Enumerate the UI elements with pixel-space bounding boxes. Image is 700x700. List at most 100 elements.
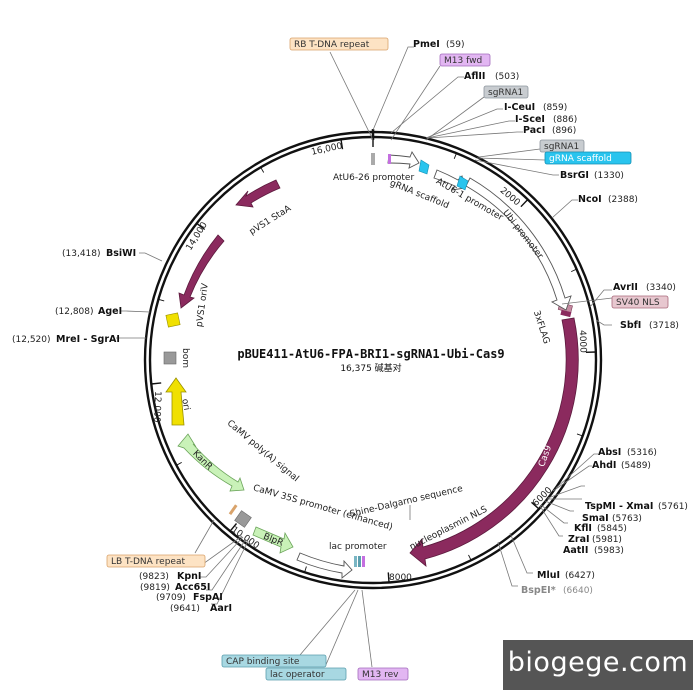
scale-tick <box>158 298 165 302</box>
scale-tick <box>576 433 583 437</box>
site-iceui[interactable]: I-CeuI <box>504 102 535 113</box>
tick-label-4000: 4000 <box>577 330 588 354</box>
site-iscei[interactable]: I-SceI <box>515 114 545 125</box>
sv40-nls-box[interactable]: SV40 NLS <box>611 295 669 309</box>
bom-feature[interactable] <box>163 351 177 365</box>
grna-scaffold-feature-2[interactable] <box>456 175 469 191</box>
site-kfli-pos: (5845) <box>597 524 627 534</box>
site-mrei-sgrai[interactable]: MreI - SgrAI <box>56 334 120 345</box>
m13-fwd-box-bg <box>439 53 491 67</box>
scale-tick <box>229 523 238 532</box>
atu6-26-promoter-feature[interactable] <box>387 151 420 169</box>
cap-binding-box[interactable]: CAP binding site <box>221 654 327 668</box>
scale-tick <box>260 167 265 173</box>
flag-label: 3xFLAG <box>531 309 551 345</box>
site-aflii[interactable]: AflII <box>464 71 485 82</box>
sv40-nls-box-text: SV40 NLS <box>616 298 660 308</box>
grna-scaffold-box[interactable]: gRNA scaffold <box>544 151 632 165</box>
scale-tick <box>531 501 540 510</box>
site-ncoi-pos: (2388) <box>608 195 638 205</box>
site-avrii[interactable]: AvrII <box>613 282 638 293</box>
grna-scaffold-box-bg <box>544 151 632 165</box>
scale-tick <box>176 462 182 466</box>
site-bsrgi-pos: (1330) <box>594 171 624 181</box>
cap-site-mark <box>354 556 357 567</box>
kanr-feature[interactable] <box>177 433 245 492</box>
site-leaders <box>116 46 613 668</box>
site-ahdi[interactable]: AhdI <box>592 460 616 471</box>
ori-label: ori <box>179 398 191 411</box>
lb-tdna-box-bg <box>106 554 206 568</box>
blpr-label: BlpR <box>262 532 285 549</box>
site-ncoi[interactable]: NcoI <box>578 194 602 205</box>
site-sbfi[interactable]: SbfI <box>620 320 641 331</box>
scale-tick <box>520 199 529 208</box>
site-paci[interactable]: PacI <box>523 125 545 136</box>
site-avrii-pos: (3340) <box>646 283 676 293</box>
m13-rev-box-bg <box>357 667 409 681</box>
scale-ticks <box>151 137 596 583</box>
rb-tdna-box[interactable]: RB T-DNA repeat <box>289 37 389 51</box>
site-aatii[interactable]: AatII <box>563 545 588 556</box>
site-zrai[interactable]: ZraI <box>568 534 590 545</box>
site-bspei-pos: (6640) <box>563 586 593 596</box>
site-mrei-sgrai-pos: (12,520) <box>12 335 51 345</box>
site-kfli[interactable]: KflI <box>574 523 592 534</box>
site-pmei[interactable]: PmeI <box>413 39 440 50</box>
site-kpni-pos: (9823) <box>139 572 169 582</box>
lac-operator-box[interactable]: lac operator <box>265 667 347 681</box>
site-acc65i[interactable]: Acc65I <box>175 582 210 593</box>
site-sbfi-pos: (3718) <box>649 321 679 331</box>
lac-operator-box-bg <box>265 667 347 681</box>
ubi-promoter-feature[interactable] <box>465 177 572 311</box>
site-absi-pos: (5316) <box>627 448 657 458</box>
site-agei-pos: (12,808) <box>55 307 94 317</box>
m13-fwd-box[interactable]: M13 fwd <box>439 53 491 67</box>
sgrna1-box-1[interactable]: sgRNA1 <box>483 85 529 99</box>
site-bsiwi[interactable]: BsiWI <box>106 248 136 259</box>
pvs1-staa-label: pVS1 StaA <box>248 203 294 237</box>
lac-operator-box-text: lac operator <box>270 670 325 680</box>
scale-tick <box>468 554 472 561</box>
site-iscei-pos: (886) <box>553 115 577 125</box>
site-bspei[interactable]: BspEI* <box>521 585 556 596</box>
scale-tick <box>196 222 206 231</box>
site-absi[interactable]: AbsI <box>598 447 621 458</box>
site-fspai[interactable]: FspAI <box>193 592 223 603</box>
pvs1-repa-feature[interactable] <box>178 234 225 309</box>
m13-fwd-box-text: M13 fwd <box>444 56 482 66</box>
pvs1-staa-feature[interactable] <box>235 179 281 208</box>
lb-tdna-box[interactable]: LB T-DNA repeat <box>106 554 206 568</box>
lac-promoter-feature[interactable] <box>296 552 353 579</box>
site-kpni[interactable]: KpnI <box>177 571 201 582</box>
site-tspmi-xmai[interactable]: TspMI - XmaI <box>585 501 653 512</box>
camv35s-block[interactable] <box>234 510 252 528</box>
m13-rev-box-text: M13 rev <box>362 670 399 680</box>
site-smai[interactable]: SmaI <box>582 513 609 524</box>
rb-tdna-box-text: RB T-DNA repeat <box>294 40 370 50</box>
site-aari[interactable]: AarI <box>210 603 232 614</box>
sv40-feature[interactable] <box>560 309 572 318</box>
m13-rev-box[interactable]: M13 rev <box>357 667 409 681</box>
blpr-feature[interactable] <box>252 526 294 554</box>
pvs1-oriv-feature[interactable] <box>165 312 181 328</box>
lb-tdna-feature <box>228 504 238 516</box>
scale-tick <box>453 153 457 159</box>
sgrna1-box-2[interactable]: sgRNA1 <box>539 139 585 153</box>
site-smai-pos: (5763) <box>612 514 642 524</box>
cas9-feature[interactable] <box>409 317 579 567</box>
scale-tick <box>304 566 307 573</box>
shine-label: Shine-Dalgarno sequence <box>349 484 464 520</box>
site-bsrgi[interactable]: BsrGI <box>560 170 589 181</box>
site-mlui[interactable]: MluI <box>537 570 560 581</box>
atu6-26-promoter-label: AtU6-26 promoter <box>333 173 414 183</box>
rb-tdna-feature <box>371 153 375 165</box>
plasmid-size: 16,375 碱基对 <box>340 362 401 374</box>
lac-op-mark <box>358 556 361 567</box>
ori-feature[interactable] <box>165 377 187 426</box>
site-pmei-pos: (59) <box>446 40 464 50</box>
site-agei[interactable]: AgeI <box>98 306 122 317</box>
scale-tick <box>151 382 162 385</box>
grna-scaffold-feature-1[interactable] <box>418 159 430 175</box>
scale-tick <box>571 268 577 273</box>
